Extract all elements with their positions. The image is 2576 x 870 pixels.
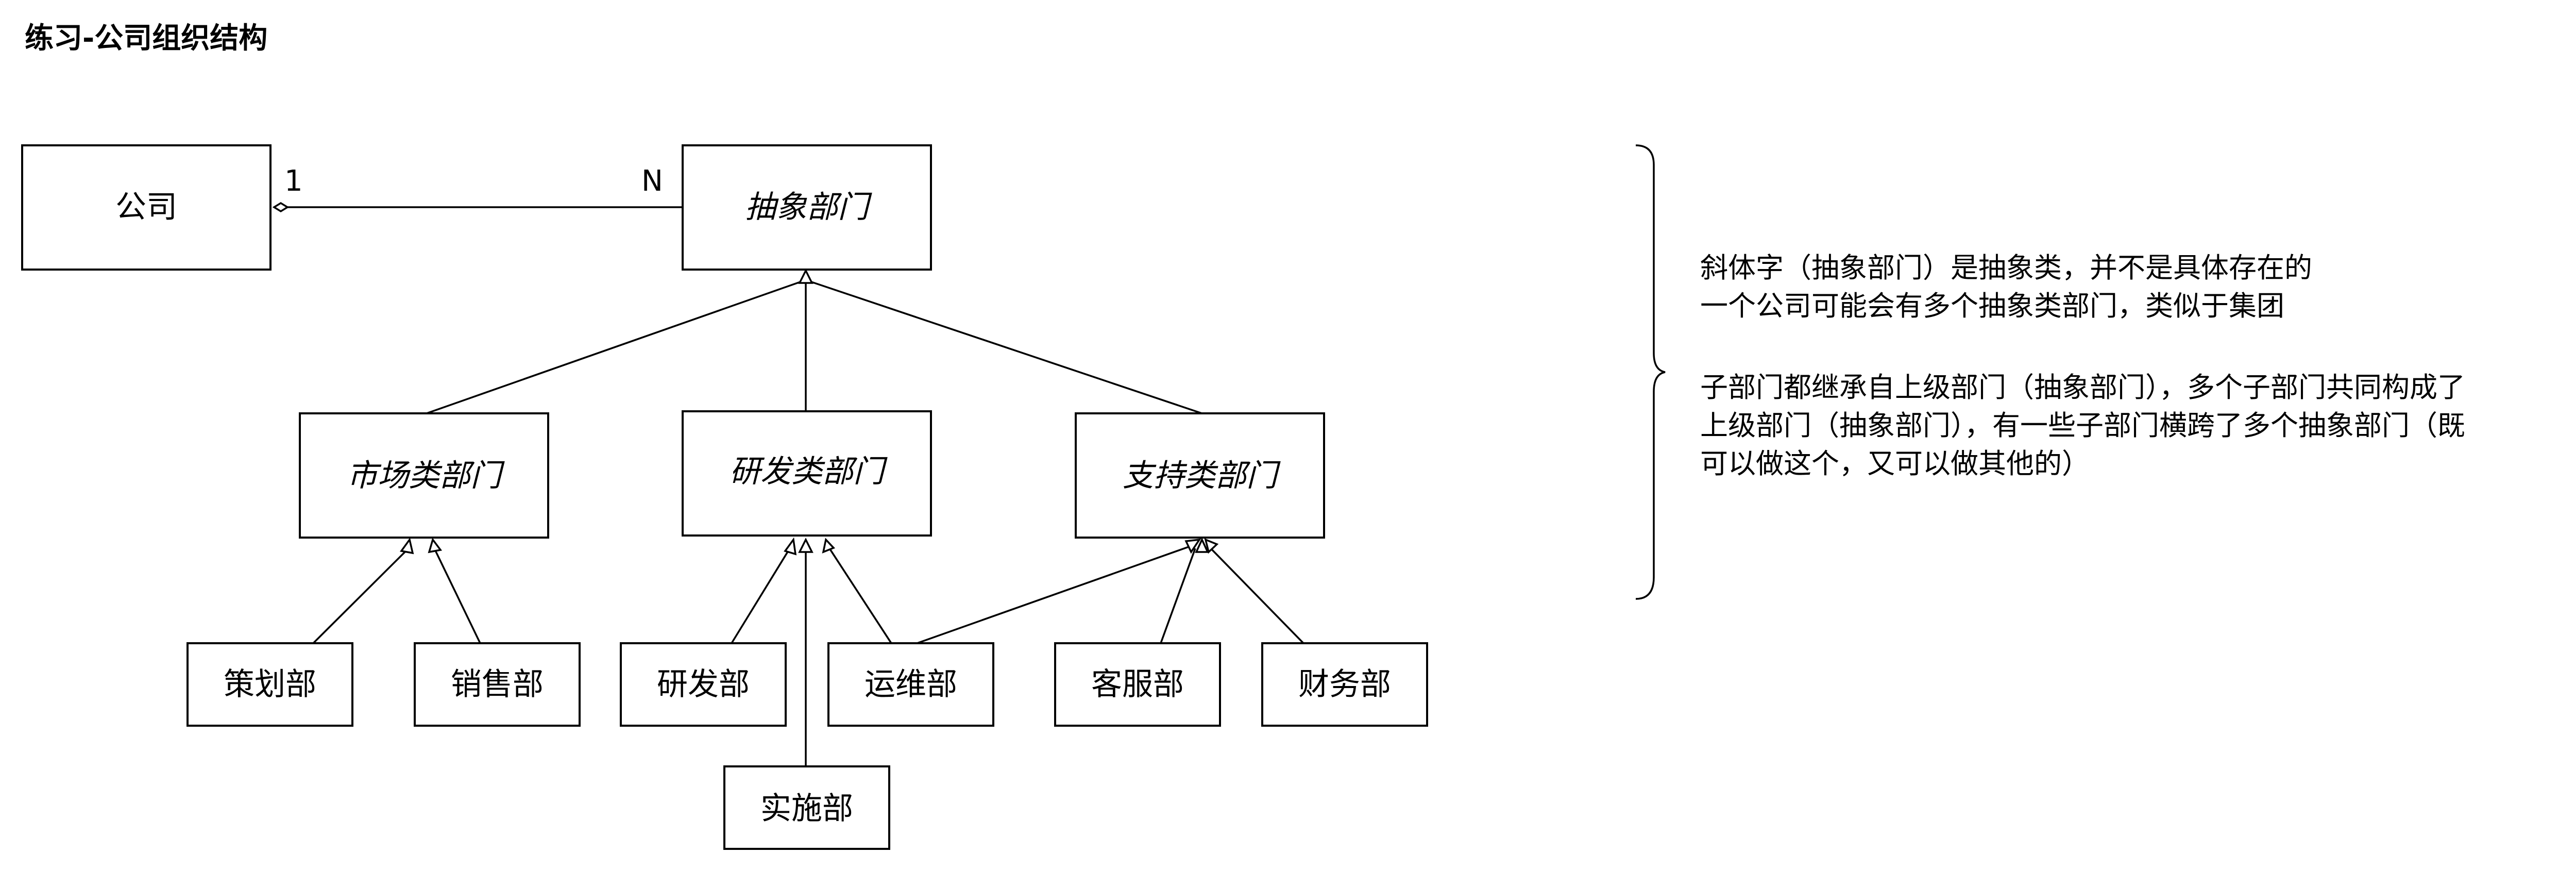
diagram-title: 练习-公司组织结构 <box>25 22 267 55</box>
curly-brace <box>1635 144 1666 600</box>
research-dept-label: 研发部 <box>657 666 750 702</box>
implementation-dept-label: 实施部 <box>760 791 853 827</box>
note-line-4: 上级部门（抽象部门），有一些子部门横跨了多个抽象部门（既 <box>1700 409 2465 442</box>
inherit-arrow-abstract <box>798 269 814 284</box>
inherit-arrow-market-b <box>428 538 443 554</box>
ops-dept-label: 运维部 <box>865 666 957 702</box>
market-category-box[interactable]: 市场类部门 <box>299 412 549 539</box>
aggregation-diamond <box>272 202 290 213</box>
inherit-line-planning <box>312 547 410 644</box>
market-category-label: 市场类部门 <box>347 458 505 494</box>
inherit-arrow-rnd-a <box>784 537 797 556</box>
sales-dept-box[interactable]: 销售部 <box>414 642 581 727</box>
customer-service-dept-label: 客服部 <box>1091 666 1184 702</box>
inherit-line-ops-rnd <box>828 548 892 644</box>
support-category-label: 支持类部门 <box>1123 458 1281 494</box>
note-line-5: 可以做这个，又可以做其他的） <box>1700 447 2090 480</box>
planning-dept-box[interactable]: 策划部 <box>187 642 353 727</box>
inherit-line-market <box>426 280 804 414</box>
finance-dept-label: 财务部 <box>1298 666 1391 702</box>
research-dept-box[interactable]: 研发部 <box>620 642 787 727</box>
implementation-dept-box[interactable]: 实施部 <box>723 765 890 850</box>
note-line-3: 子部门都继承自上级部门（抽象部门），多个子部门共同构成了 <box>1700 371 2465 404</box>
abstract-dept-box[interactable]: 抽象部门 <box>682 144 932 271</box>
inherit-arrow-market-a <box>399 537 414 555</box>
sales-dept-label: 销售部 <box>451 666 544 702</box>
inherit-arrow-rnd-b <box>798 538 814 553</box>
inherit-line-research <box>731 548 791 644</box>
notes-block: 斜体字（抽象部门）是抽象类，并不是具体存在的 一个公司可能会有多个抽象类部门，类… <box>1700 252 2465 480</box>
abstract-dept-label: 抽象部门 <box>745 189 872 225</box>
finance-dept-box[interactable]: 财务部 <box>1261 642 1428 727</box>
multiplicity-many: N <box>641 164 663 198</box>
ops-dept-box[interactable]: 运维部 <box>827 642 994 727</box>
inherit-arrow-support-a <box>1184 538 1201 554</box>
inherit-line-sales <box>433 548 481 644</box>
planning-dept-label: 策划部 <box>224 666 316 702</box>
customer-service-dept-box[interactable]: 客服部 <box>1054 642 1221 727</box>
inherit-arrow-rnd-c <box>822 538 836 554</box>
company-label: 公司 <box>115 189 177 225</box>
inherit-line-ops-support <box>917 545 1191 644</box>
multiplicity-one: 1 <box>284 164 303 198</box>
rnd-category-label: 研发类部门 <box>730 454 888 490</box>
company-box[interactable]: 公司 <box>21 144 272 271</box>
rnd-category-box[interactable]: 研发类部门 <box>682 410 932 537</box>
inherit-line-finance <box>1210 547 1304 644</box>
inherit-arrow-support-b <box>1195 537 1209 553</box>
note-line-2: 一个公司可能会有多个抽象类部门，类似于集团 <box>1700 290 2284 322</box>
support-category-box[interactable]: 支持类部门 <box>1075 412 1325 539</box>
note-line-1: 斜体字（抽象部门）是抽象类，并不是具体存在的 <box>1700 252 2312 284</box>
inherit-arrow-support-c <box>1204 538 1219 554</box>
inherit-line-customer-service <box>1160 548 1196 644</box>
inherit-line-support <box>808 280 1202 414</box>
